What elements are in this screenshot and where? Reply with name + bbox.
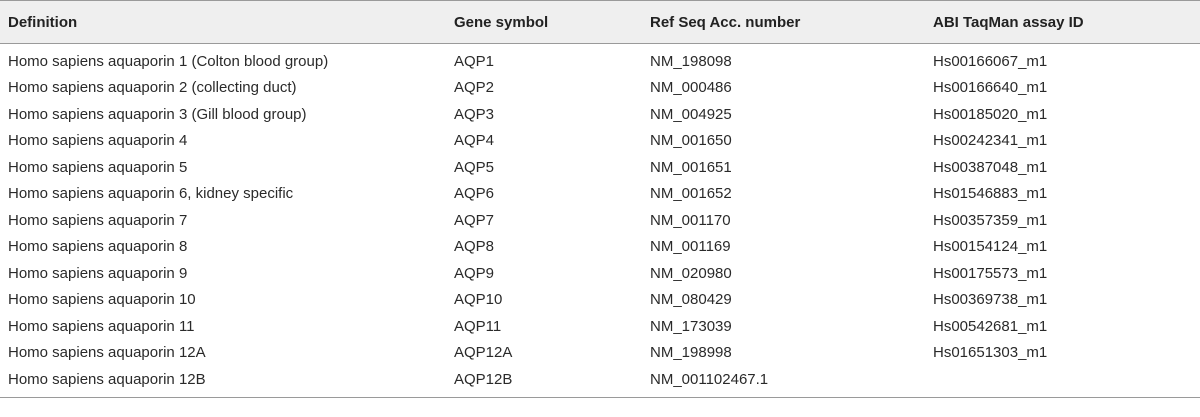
table-row: Homo sapiens aquaporin 1 (Colton blood g… bbox=[0, 44, 1200, 75]
cell-definition: Homo sapiens aquaporin 4 bbox=[8, 132, 188, 150]
cell-assay-id: Hs01651303_m1 bbox=[933, 344, 1048, 362]
table-row: Homo sapiens aquaporin 7 AQP7 NM_001170 … bbox=[0, 207, 1200, 234]
table-header: Definition Gene symbol Ref Seq Acc. numb… bbox=[0, 0, 1200, 44]
cell-definition: Homo sapiens aquaporin 1 (Colton blood g… bbox=[8, 52, 329, 70]
cell-ref-seq: NM_000486 bbox=[650, 79, 732, 97]
cell-assay-id: Hs00185020_m1 bbox=[933, 105, 1048, 123]
table-row: Homo sapiens aquaporin 3 (Gill blood gro… bbox=[0, 101, 1200, 128]
table-row: Homo sapiens aquaporin 11 AQP11 NM_17303… bbox=[0, 313, 1200, 340]
cell-ref-seq: NM_001652 bbox=[650, 185, 732, 203]
cell-assay-id: Hs00175573_m1 bbox=[933, 264, 1048, 282]
cell-gene-symbol: AQP10 bbox=[454, 291, 503, 309]
table-row: Homo sapiens aquaporin 8 AQP8 NM_001169 … bbox=[0, 234, 1200, 261]
cell-definition: Homo sapiens aquaporin 5 bbox=[8, 158, 188, 176]
cell-gene-symbol: AQP1 bbox=[454, 52, 495, 70]
cell-definition: Homo sapiens aquaporin 7 bbox=[8, 211, 188, 229]
cell-definition: Homo sapiens aquaporin 6, kidney specifi… bbox=[8, 185, 294, 203]
header-definition: Definition bbox=[8, 13, 78, 31]
cell-gene-symbol: AQP12A bbox=[454, 344, 513, 362]
cell-gene-symbol: AQP9 bbox=[454, 264, 495, 282]
cell-gene-symbol: AQP11 bbox=[454, 317, 502, 335]
header-ref-seq-acc-number: Ref Seq Acc. number bbox=[650, 13, 801, 31]
cell-assay-id: Hs00387048_m1 bbox=[933, 158, 1048, 176]
header-gene-symbol: Gene symbol bbox=[454, 13, 549, 31]
cell-definition: Homo sapiens aquaporin 2 (collecting duc… bbox=[8, 79, 297, 97]
table-row: Homo sapiens aquaporin 10 AQP10 NM_08042… bbox=[0, 287, 1200, 314]
table-row: Homo sapiens aquaporin 6, kidney specifi… bbox=[0, 181, 1200, 208]
cell-assay-id: Hs00542681_m1 bbox=[933, 317, 1048, 335]
cell-gene-symbol: AQP6 bbox=[454, 185, 495, 203]
cell-ref-seq: NM_198998 bbox=[650, 344, 732, 362]
cell-gene-symbol: AQP2 bbox=[454, 79, 495, 97]
cell-assay-id: Hs00166067_m1 bbox=[933, 52, 1048, 70]
cell-ref-seq: NM_198098 bbox=[650, 52, 732, 70]
cell-definition: Homo sapiens aquaporin 11 bbox=[8, 317, 195, 335]
cell-ref-seq: NM_004925 bbox=[650, 105, 732, 123]
cell-gene-symbol: AQP5 bbox=[454, 158, 495, 176]
cell-definition: Homo sapiens aquaporin 3 (Gill blood gro… bbox=[8, 105, 307, 123]
cell-ref-seq: NM_173039 bbox=[650, 317, 732, 335]
cell-assay-id: Hs00154124_m1 bbox=[933, 238, 1048, 256]
cell-assay-id: Hs00242341_m1 bbox=[933, 132, 1048, 150]
table-row: Homo sapiens aquaporin 4 AQP4 NM_001650 … bbox=[0, 128, 1200, 155]
cell-ref-seq: NM_080429 bbox=[650, 291, 732, 309]
header-row: Definition Gene symbol Ref Seq Acc. numb… bbox=[0, 0, 1200, 44]
table-row: Homo sapiens aquaporin 9 AQP9 NM_020980 … bbox=[0, 260, 1200, 287]
table-row: Homo sapiens aquaporin 12A AQP12A NM_198… bbox=[0, 340, 1200, 367]
cell-gene-symbol: AQP7 bbox=[454, 211, 495, 229]
cell-definition: Homo sapiens aquaporin 10 bbox=[8, 291, 196, 309]
cell-gene-symbol: AQP12B bbox=[454, 370, 513, 388]
table-row: Homo sapiens aquaporin 12B AQP12B NM_001… bbox=[0, 366, 1200, 397]
cell-ref-seq: NM_001102467.1 bbox=[650, 370, 769, 388]
cell-definition: Homo sapiens aquaporin 8 bbox=[8, 238, 188, 256]
header-taqman-assay-id: ABI TaqMan assay ID bbox=[933, 13, 1084, 31]
cell-assay-id bbox=[925, 366, 1200, 397]
table-row: Homo sapiens aquaporin 5 AQP5 NM_001651 … bbox=[0, 154, 1200, 181]
cell-assay-id: Hs00166640_m1 bbox=[933, 79, 1048, 97]
cell-gene-symbol: AQP8 bbox=[454, 238, 495, 256]
cell-assay-id: Hs00357359_m1 bbox=[933, 211, 1048, 229]
cell-definition: Homo sapiens aquaporin 9 bbox=[8, 264, 188, 282]
cell-assay-id: Hs01546883_m1 bbox=[933, 185, 1048, 203]
cell-ref-seq: NM_001170 bbox=[650, 211, 731, 229]
cell-ref-seq: NM_001651 bbox=[650, 158, 732, 176]
aquaporin-assay-table: Definition Gene symbol Ref Seq Acc. numb… bbox=[0, 0, 1200, 398]
table-row: Homo sapiens aquaporin 2 (collecting duc… bbox=[0, 75, 1200, 102]
cell-ref-seq: NM_001169 bbox=[650, 238, 731, 256]
cell-definition: Homo sapiens aquaporin 12B bbox=[8, 370, 206, 388]
table-body: Homo sapiens aquaporin 1 (Colton blood g… bbox=[0, 44, 1200, 398]
cell-definition: Homo sapiens aquaporin 12A bbox=[8, 344, 206, 362]
cell-ref-seq: NM_020980 bbox=[650, 264, 732, 282]
cell-assay-id: Hs00369738_m1 bbox=[933, 291, 1048, 309]
cell-gene-symbol: AQP3 bbox=[454, 105, 495, 123]
cell-ref-seq: NM_001650 bbox=[650, 132, 732, 150]
cell-gene-symbol: AQP4 bbox=[454, 132, 495, 150]
